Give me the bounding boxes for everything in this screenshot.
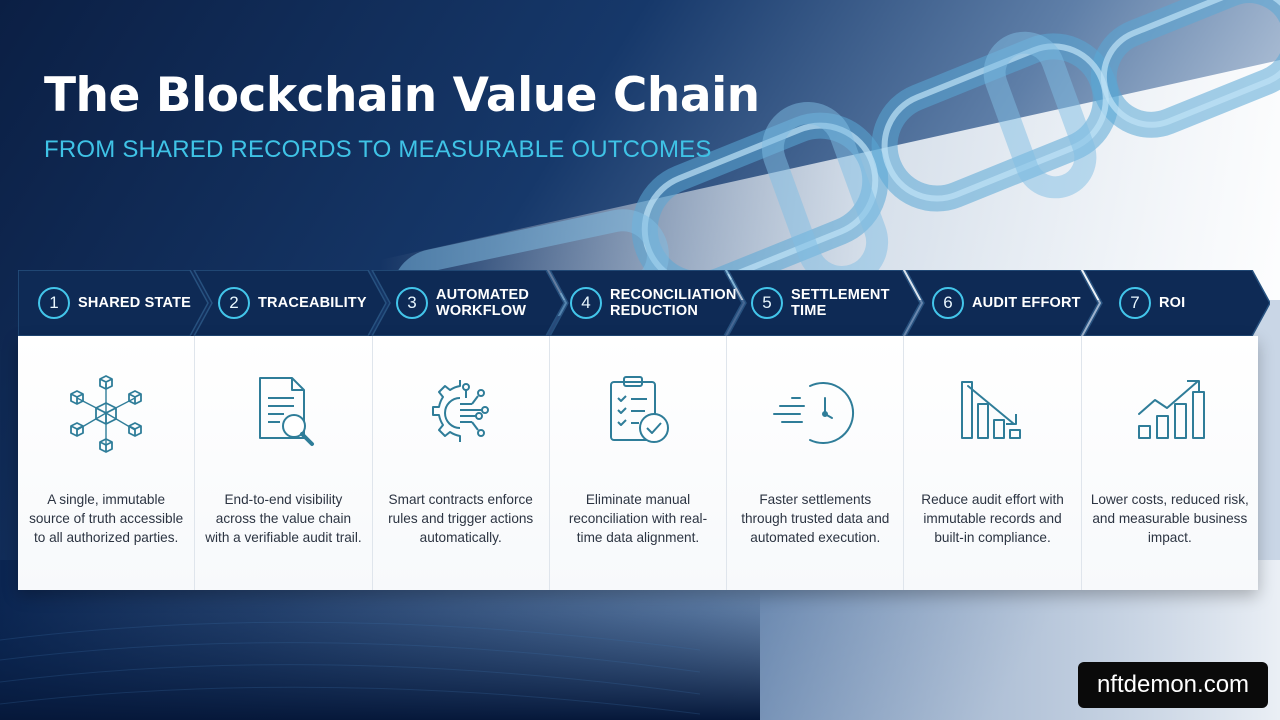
chevron-3	[371, 270, 565, 336]
page-title: The Blockchain Value Chain	[44, 68, 760, 123]
step-label: TRACEABILITY	[258, 295, 367, 311]
step-number: 3	[396, 287, 428, 319]
step-card-5: Faster settlements through trusted data …	[727, 336, 905, 590]
step-number: 2	[218, 287, 250, 319]
step-card-7: Lower costs, reduced risk, and measurabl…	[1081, 336, 1258, 590]
step-label: SETTLEMENT TIME	[791, 287, 890, 319]
step-label: AUDIT EFFORT	[972, 295, 1081, 311]
step-header-7: 7 ROI	[1119, 270, 1185, 336]
step-label: AUTOMATED WORKFLOW	[436, 287, 530, 319]
step-header-2: 2 TRACEABILITY	[218, 270, 367, 336]
step-description: End-to-end visibility across the value c…	[205, 492, 362, 545]
step-number: 6	[932, 287, 964, 319]
step-header-1: 1 SHARED STATE	[38, 270, 191, 336]
step-description: Reduce audit effort with immutable recor…	[921, 492, 1064, 545]
step-card-1: A single, immutable source of truth acce…	[18, 336, 196, 590]
clipboard-check-icon	[609, 376, 669, 443]
chevron-4	[549, 270, 743, 336]
step-label: ROI	[1159, 295, 1186, 311]
step-number: 4	[570, 287, 602, 319]
declining-bars-icon	[960, 381, 1021, 439]
step-header-3: 3 AUTOMATED WORKFLOW	[396, 270, 561, 336]
step-header-5: 5 SETTLEMENT TIME	[751, 270, 916, 336]
chevron-band	[18, 270, 1270, 336]
chevron-2	[193, 270, 387, 336]
chevron-5	[727, 270, 921, 336]
step-card-2: End-to-end visibility across the value c…	[195, 336, 373, 590]
brand-watermark: nftdemon.com	[1078, 662, 1268, 708]
network-cubes-icon	[70, 375, 143, 453]
step-description: Faster settlements through trusted data …	[741, 492, 890, 545]
chevron-6	[905, 270, 1099, 336]
gear-circuit-icon	[431, 380, 489, 442]
step-description: A single, immutable source of truth acce…	[29, 492, 184, 545]
step-description: Lower costs, reduced risk, and measurabl…	[1090, 492, 1249, 545]
fast-clock-icon	[773, 382, 855, 444]
step-card-3: Smart contracts enforce rules and trigge…	[372, 336, 550, 590]
step-number: 1	[38, 287, 70, 319]
step-card-4: Eliminate manual reconciliation with rea…	[549, 336, 728, 590]
step-header-6: 6 AUDIT EFFORT	[932, 270, 1081, 336]
step-label: SHARED STATE	[78, 295, 192, 311]
step-header-4: 4 RECONCILIATION REDUCTION	[570, 270, 737, 336]
document-search-icon	[259, 377, 315, 446]
step-number: 5	[751, 287, 783, 319]
growth-chart-icon	[1137, 380, 1205, 439]
chevron-1	[18, 270, 209, 336]
step-number: 7	[1119, 287, 1151, 319]
step-description: Eliminate manual reconciliation with rea…	[568, 492, 708, 545]
step-description: Smart contracts enforce rules and trigge…	[388, 492, 534, 545]
page-subtitle: FROM SHARED RECORDS TO MEASURABLE OUTCOM…	[44, 136, 712, 163]
step-card-6: Reduce audit effort with immutable recor…	[904, 336, 1082, 590]
steps-panel: A single, immutable source of truth acce…	[18, 336, 1258, 590]
chevron-7	[1083, 270, 1270, 336]
step-label: RECONCILIATION REDUCTION	[610, 287, 737, 319]
